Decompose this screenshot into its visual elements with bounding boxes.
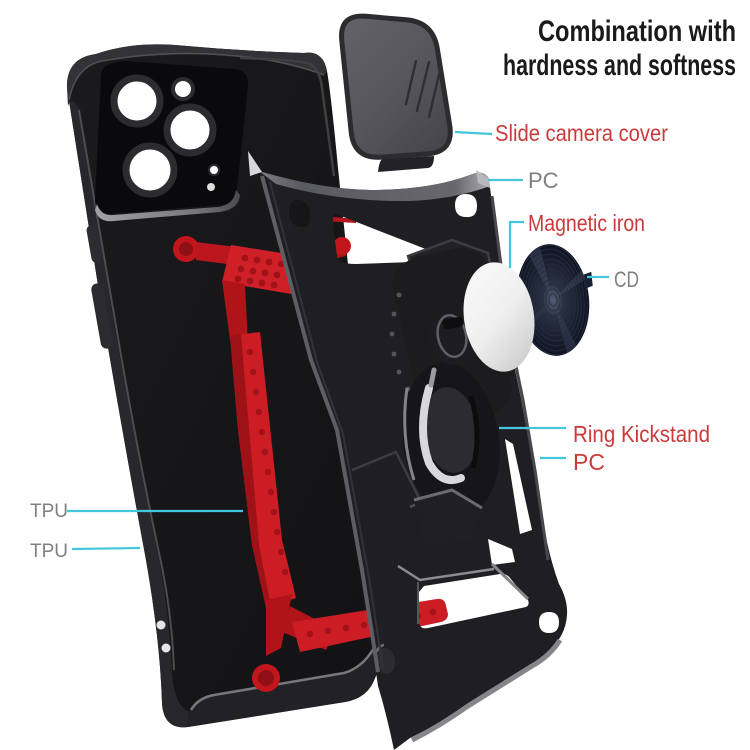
svg-text:hardness and softness: hardness and softness — [503, 49, 736, 82]
svg-text:PC: PC — [528, 168, 559, 193]
svg-text:Slide camera cover: Slide camera cover — [495, 120, 668, 146]
svg-text:Ring Kickstand: Ring Kickstand — [573, 421, 710, 447]
svg-text:Magnetic iron: Magnetic iron — [528, 210, 645, 236]
svg-text:TPU: TPU — [30, 501, 68, 522]
svg-text:TPU: TPU — [30, 541, 68, 562]
svg-text:Combination with: Combination with — [538, 15, 736, 48]
svg-text:PC: PC — [573, 449, 605, 475]
svg-text:CD: CD — [614, 267, 639, 292]
